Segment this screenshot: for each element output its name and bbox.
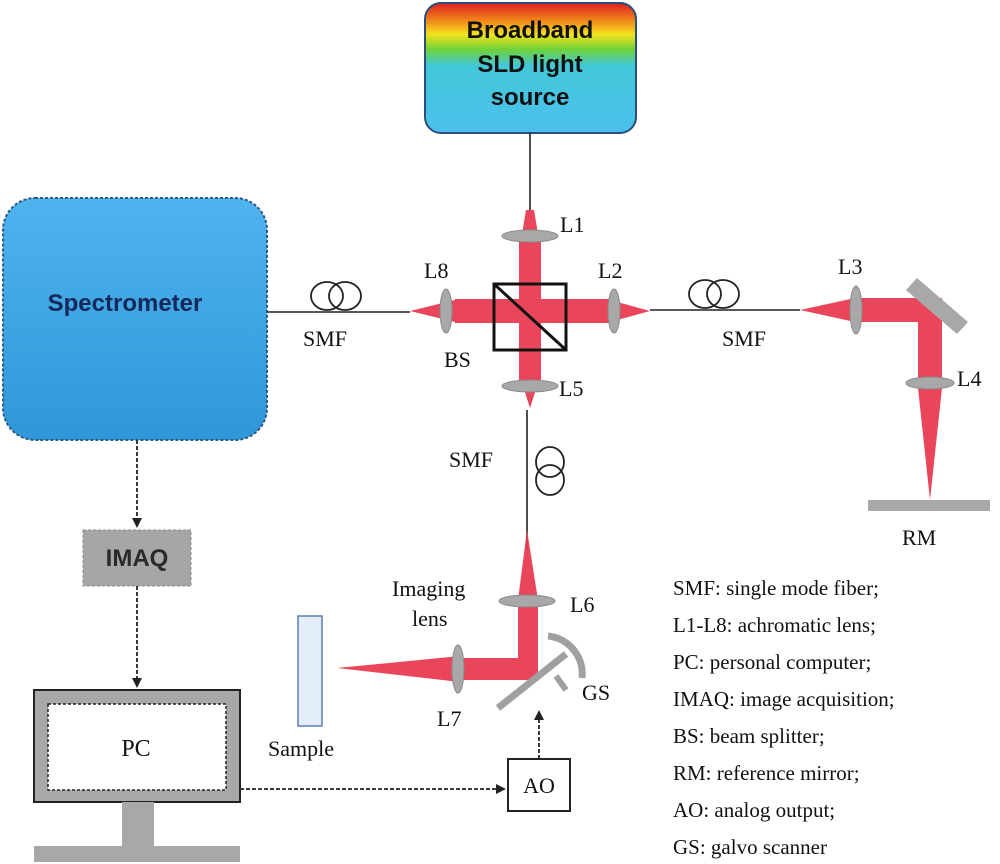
source-title-line3: source [491, 84, 570, 111]
beam-sample-horizontal [460, 658, 538, 680]
fiber-coil-left [310, 281, 362, 311]
label-rm: RM [902, 525, 936, 550]
label-smf-right: SMF [722, 326, 766, 351]
legend: SMF: single mode fiber; L1-L8: achromati… [673, 576, 895, 859]
lenses [439, 229, 955, 694]
label-l1: L1 [560, 212, 584, 237]
pc-base [34, 846, 240, 862]
lens-l3 [849, 285, 863, 335]
legend-item: L1-L8: achromatic lens; [673, 613, 876, 637]
label-l3: L3 [838, 254, 862, 279]
label-bs: BS [444, 347, 471, 372]
label-imaging-lens-line2: lens [412, 606, 447, 631]
legend-item: AO: analog output; [673, 798, 835, 822]
beam-splitter [492, 282, 568, 352]
spectrometer-label: Spectrometer [48, 290, 203, 317]
sample-slab [297, 615, 323, 727]
source-title-line1: Broadband [467, 17, 594, 44]
lens-l7 [451, 644, 465, 694]
label-imaging-lens-line1: Imaging [392, 576, 465, 601]
lens-l6 [498, 594, 556, 608]
fiber-lines [267, 133, 800, 550]
lens-l4 [905, 376, 955, 390]
beam-taper-l7 [337, 656, 460, 682]
legend-item: BS: beam splitter; [673, 724, 825, 748]
galvo-arc [547, 632, 586, 679]
legend-item: IMAQ: image acquisition; [673, 687, 895, 711]
reference-fold-mirror [906, 278, 968, 334]
lens-l8 [439, 288, 453, 334]
legend-item: RM: reference mirror; [673, 761, 860, 785]
legend-item: SMF: single mode fiber; [673, 576, 879, 600]
fiber-coil-right [688, 279, 740, 309]
label-smf-left: SMF [303, 326, 347, 351]
pc-label: PC [121, 736, 150, 762]
imaq-box: IMAQ [82, 529, 192, 587]
legend-item: GS: galvo scanner [673, 835, 827, 859]
lens-l1 [501, 229, 559, 243]
fiber-coil-down [535, 446, 565, 496]
reference-mirror-rm [868, 500, 990, 511]
label-l5: L5 [559, 376, 583, 401]
signal-arrows [132, 440, 544, 794]
imaq-label: IMAQ [106, 545, 169, 572]
ao-box: AO [507, 758, 571, 812]
pc-stand [122, 802, 154, 846]
light-source-box: Broadband SLD light source [424, 2, 637, 134]
label-sample: Sample [268, 736, 334, 761]
lens-l2 [607, 288, 621, 334]
galvo-mirror [495, 651, 569, 711]
label-smf-down: SMF [449, 447, 493, 472]
beam-taper-l6 [518, 530, 538, 600]
label-l6: L6 [570, 592, 594, 617]
ao-label: AO [523, 773, 555, 798]
label-l8: L8 [424, 258, 448, 283]
label-l2: L2 [598, 258, 622, 283]
component-labels: L1 L2 L3 L4 L5 L6 L7 L8 BS GS RM SMF SMF… [268, 212, 981, 761]
source-title-line2: SLD light [477, 51, 582, 78]
galvo-pivot [553, 674, 569, 692]
label-gs: GS [582, 680, 610, 705]
label-l7: L7 [437, 706, 461, 731]
lens-l5 [501, 379, 559, 393]
beam-taper-l4 [918, 388, 942, 500]
pc-monitor: PC [33, 689, 241, 862]
spectrometer-box: Spectrometer [2, 197, 268, 441]
beam-taper-l3 [800, 298, 855, 322]
galvo-scanner [495, 632, 586, 711]
label-l4: L4 [957, 366, 981, 391]
legend-item: PC: personal computer; [673, 650, 871, 674]
